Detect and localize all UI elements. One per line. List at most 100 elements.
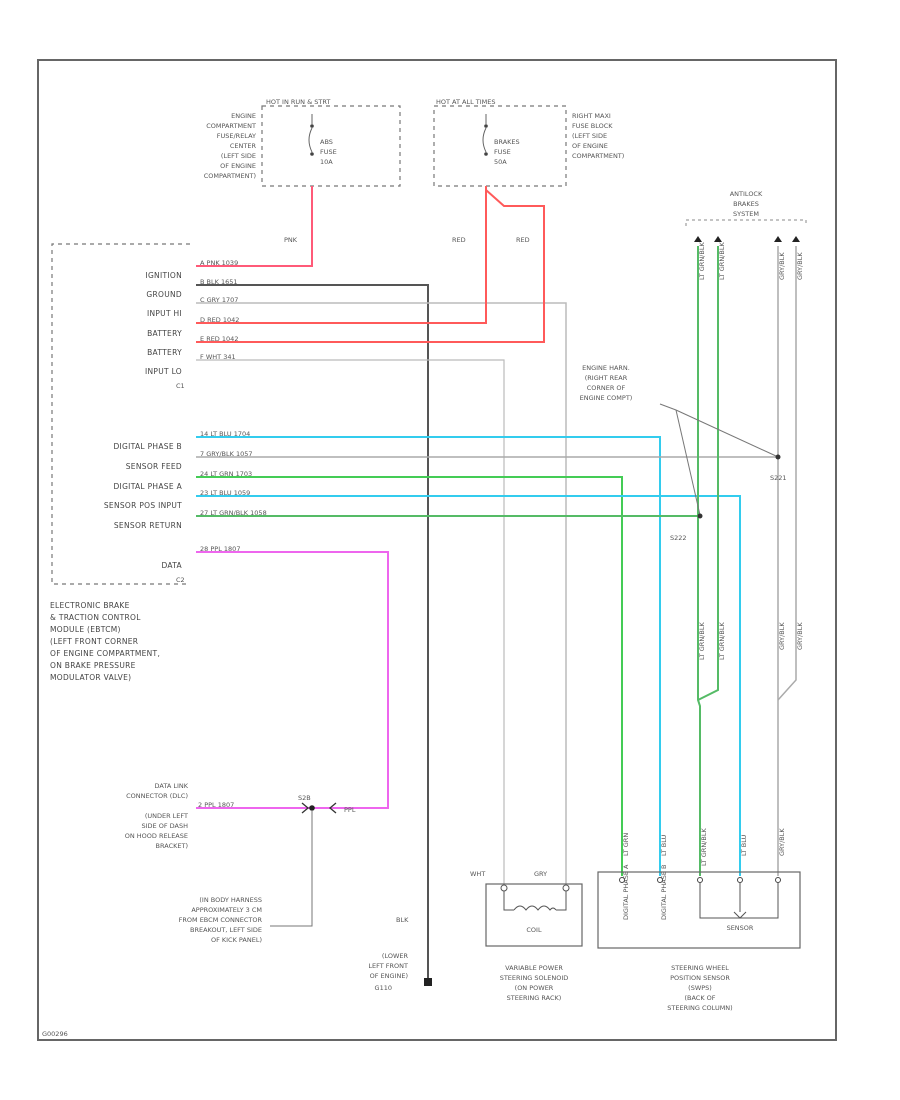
wire-wht-input-lo xyxy=(196,359,505,884)
svg-text:BATTERY: BATTERY xyxy=(147,348,182,357)
svg-text:(SWPS): (SWPS) xyxy=(688,984,712,992)
wire-blk-ground xyxy=(196,284,429,982)
svg-text:(LOWER: (LOWER xyxy=(382,952,409,960)
antilock-wire-labels: LT GRN/BLK LT GRN/BLK GRY/BLK GRY/BLK LT… xyxy=(698,242,804,660)
svg-text:GRY/BLK: GRY/BLK xyxy=(778,252,786,280)
svg-text:MODULATOR VALVE): MODULATOR VALVE) xyxy=(50,673,131,682)
svg-text:D RED 1042: D RED 1042 xyxy=(200,316,239,324)
ground-wire-label: BLK xyxy=(396,916,409,924)
svg-text:FUSE/RELAY: FUSE/RELAY xyxy=(217,132,256,140)
antilock-connector-pins xyxy=(694,236,800,242)
svg-text:(BACK OF: (BACK OF xyxy=(684,994,715,1002)
svg-text:OF ENGINE: OF ENGINE xyxy=(220,162,256,170)
antilock-title: ANTILOCK BRAKES SYSTEM xyxy=(730,190,763,218)
svg-text:SENSOR: SENSOR xyxy=(727,924,754,932)
svg-text:STEERING COLUMN): STEERING COLUMN) xyxy=(667,1004,732,1012)
solenoid-gry-label: GRY xyxy=(534,870,547,878)
svg-text:SENSOR FEED: SENSOR FEED xyxy=(126,462,182,471)
svg-text:ELECTRONIC BRAKE: ELECTRONIC BRAKE xyxy=(50,601,130,610)
sensor-phase-labels: DIGITAL PHASE A DIGITAL PHASE B xyxy=(622,864,668,920)
svg-text:DATA LINK: DATA LINK xyxy=(155,782,189,790)
wire-antilock-lt-grn-blk-1 xyxy=(697,246,701,876)
dlc-splice-label: S2B xyxy=(298,794,311,802)
svg-text:10A: 10A xyxy=(320,158,333,166)
svg-text:50A: 50A xyxy=(494,158,507,166)
svg-text:INPUT LO: INPUT LO xyxy=(145,367,182,376)
svg-text:(RIGHT REAR: (RIGHT REAR xyxy=(585,374,628,382)
svg-text:ENGINE COMPT): ENGINE COMPT) xyxy=(580,394,633,402)
svg-text:B BLK 1651: B BLK 1651 xyxy=(200,278,238,286)
footer-code: G00296 xyxy=(42,1030,68,1038)
svg-text:28 PPL 1807: 28 PPL 1807 xyxy=(200,545,240,553)
svg-text:LEFT FRONT: LEFT FRONT xyxy=(368,962,408,970)
svg-text:OF ENGINE COMPARTMENT,: OF ENGINE COMPARTMENT, xyxy=(50,649,160,658)
svg-text:COIL: COIL xyxy=(526,926,542,934)
fuse-left-location: ENGINE COMPARTMENT FUSE/RELAY CENTER (LE… xyxy=(204,112,257,180)
leader-s222 xyxy=(675,409,701,516)
svg-text:INPUT HI: INPUT HI xyxy=(147,309,182,318)
module-box xyxy=(51,243,190,585)
svg-text:DIGITAL PHASE A: DIGITAL PHASE A xyxy=(113,482,182,491)
svg-text:ANTILOCK: ANTILOCK xyxy=(730,190,763,198)
svg-text:BRAKES: BRAKES xyxy=(733,200,759,208)
svg-text:14 LT BLU 1704: 14 LT BLU 1704 xyxy=(200,430,250,438)
svg-text:24 LT GRN 1703: 24 LT GRN 1703 xyxy=(200,470,252,478)
svg-text:A PNK 1039: A PNK 1039 xyxy=(200,259,238,267)
engine-harness-note: ENGINE HARN. (RIGHT REAR CORNER OF ENGIN… xyxy=(580,364,633,402)
wire-red-battery-2 xyxy=(196,189,545,343)
lower-wire-labels: LT GRN LT BLU LT GRN/BLK LT BLU GRY/BLK xyxy=(622,828,786,866)
svg-text:STEERING RACK): STEERING RACK) xyxy=(507,994,562,1002)
splice-s221-dot xyxy=(775,454,781,460)
svg-text:OF KICK PANEL): OF KICK PANEL) xyxy=(211,936,262,944)
splice-s222-dot xyxy=(697,513,703,519)
svg-text:IGNITION: IGNITION xyxy=(145,271,182,280)
wire-lt-grn-phase-a xyxy=(196,476,623,876)
svg-text:LT GRN/BLK: LT GRN/BLK xyxy=(718,622,726,660)
svg-text:CENTER: CENTER xyxy=(230,142,257,150)
fuse-right-location: RIGHT MAXI FUSE BLOCK (LEFT SIDE OF ENGI… xyxy=(572,112,624,160)
wire-label-red-2: RED xyxy=(516,236,530,244)
svg-text:DATA: DATA xyxy=(161,561,182,570)
svg-text:CONNECTOR (DLC): CONNECTOR (DLC) xyxy=(126,792,188,800)
svg-text:POSITION SENSOR: POSITION SENSOR xyxy=(670,974,730,982)
fuse-right-symbol: BRAKES FUSE 50A xyxy=(482,114,520,166)
dlc-right-wire-label: PPL xyxy=(344,806,356,814)
svg-text:DIGITAL PHASE A: DIGITAL PHASE A xyxy=(622,864,630,920)
module-c2-pins: DIGITAL PHASE B SENSOR FEED DIGITAL PHAS… xyxy=(104,442,185,584)
module-c1-wire-labels: A PNK 1039 B BLK 1651 C GRY 1707 D RED 1… xyxy=(200,259,239,361)
antilock-bracket xyxy=(685,219,807,226)
svg-text:(LEFT SIDE: (LEFT SIDE xyxy=(572,132,607,140)
svg-text:E RED 1042: E RED 1042 xyxy=(200,335,238,343)
module-c2-wire-labels: 14 LT BLU 1704 7 GRY/BLK 1057 24 LT GRN … xyxy=(200,430,267,553)
svg-text:GRY/BLK: GRY/BLK xyxy=(796,252,804,280)
svg-text:G110: G110 xyxy=(375,984,392,992)
solenoid-coil-icon: COIL xyxy=(500,884,570,934)
svg-text:GRY/BLK: GRY/BLK xyxy=(778,828,786,856)
svg-text:ENGINE HARN.: ENGINE HARN. xyxy=(582,364,630,372)
svg-text:FUSE: FUSE xyxy=(320,148,337,156)
svg-text:COMPARTMENT): COMPARTMENT) xyxy=(572,152,624,160)
svg-text:APPROXIMATELY 3 CM: APPROXIMATELY 3 CM xyxy=(191,906,262,914)
svg-text:COMPARTMENT): COMPARTMENT) xyxy=(204,172,256,180)
fuse-box-left xyxy=(261,105,401,187)
svg-text:SENSOR RETURN: SENSOR RETURN xyxy=(114,521,182,530)
wire-gry-input-hi xyxy=(196,302,567,884)
svg-text:DIGITAL PHASE B: DIGITAL PHASE B xyxy=(113,442,182,451)
solenoid-description: VARIABLE POWER STEERING SOLENOID (ON POW… xyxy=(500,964,569,1002)
svg-text:ON HOOD RELEASE: ON HOOD RELEASE xyxy=(125,832,188,840)
solenoid-box xyxy=(485,883,583,947)
svg-text:MODULE (EBTCM): MODULE (EBTCM) xyxy=(50,625,121,634)
svg-text:GRY/BLK: GRY/BLK xyxy=(778,622,786,650)
svg-text:LT BLU: LT BLU xyxy=(740,834,748,856)
wire-label-pnk: PNK xyxy=(284,236,298,244)
fuse-left-header: HOT IN RUN & STRT xyxy=(266,98,330,106)
wire-red-battery-1 xyxy=(196,186,487,324)
svg-text:SYSTEM: SYSTEM xyxy=(733,210,759,218)
svg-text:(LEFT FRONT CORNER: (LEFT FRONT CORNER xyxy=(50,637,138,646)
svg-text:C1: C1 xyxy=(176,382,185,390)
svg-text:LT GRN/BLK: LT GRN/BLK xyxy=(698,622,706,660)
sensor-description: STEERING WHEEL POSITION SENSOR (SWPS) (B… xyxy=(667,964,732,1012)
svg-text:LT GRN: LT GRN xyxy=(622,833,630,856)
svg-text:FUSE BLOCK: FUSE BLOCK xyxy=(572,122,613,130)
